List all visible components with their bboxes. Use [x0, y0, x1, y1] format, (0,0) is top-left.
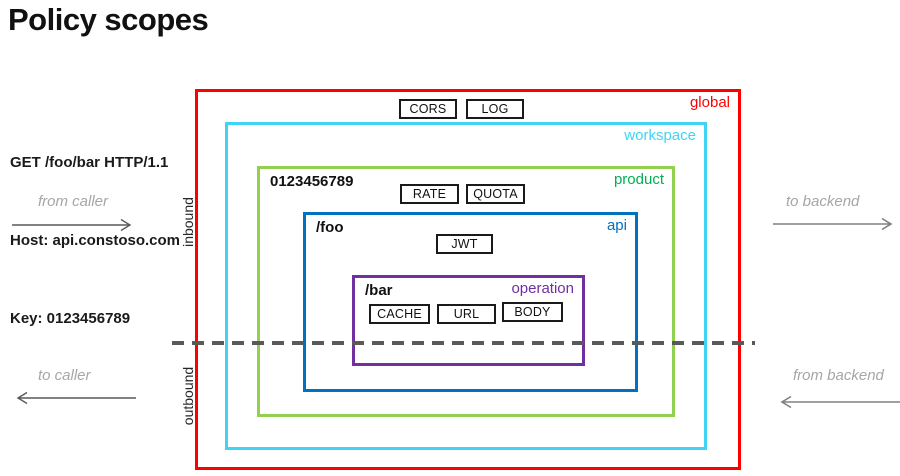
product-key-annotation: 0123456789 — [270, 173, 354, 190]
api-path-annotation: /foo — [316, 219, 344, 236]
policy-chip-rate: RATE — [400, 184, 459, 204]
request-line-method: GET /foo/bar HTTP/1.1 — [10, 154, 169, 171]
outbound-label: outbound — [180, 366, 196, 426]
scope-label-operation: operation — [511, 280, 574, 297]
left-arrow-icon — [776, 394, 900, 410]
policy-chip-quota: QUOTA — [466, 184, 525, 204]
scope-box-workspace: workspace — [225, 122, 707, 450]
scope-box-global: global — [195, 89, 741, 470]
scope-box-operation: /bar operation — [352, 275, 585, 366]
operation-path-annotation: /bar — [365, 282, 393, 299]
left-arrow-icon — [12, 390, 136, 406]
policy-chip-cache: CACHE — [369, 304, 430, 324]
page-title: Policy scopes — [8, 2, 209, 37]
right-arrow-icon — [12, 217, 136, 233]
scope-label-api: api — [606, 217, 627, 234]
policy-chip-url: URL — [437, 304, 496, 324]
to-caller-label: to caller — [38, 367, 91, 384]
scope-box-product: 0123456789 product — [257, 166, 675, 417]
right-arrow-icon — [773, 216, 897, 232]
from-caller-label: from caller — [38, 193, 109, 210]
request-line-host: Host: api.constoso.com — [10, 232, 181, 249]
policy-chip-body: BODY — [502, 302, 563, 322]
http-request-block: GET /foo/bar HTTP/1.1 Host: api.constoso… — [10, 98, 180, 384]
from-backend-label: from backend — [793, 367, 884, 384]
request-line-key: Key: 0123456789 — [10, 310, 131, 327]
inbound-outbound-divider — [172, 341, 755, 345]
scope-label-workspace: workspace — [624, 127, 696, 144]
scope-label-product: product — [613, 171, 664, 188]
to-backend-label: to backend — [786, 193, 860, 210]
inbound-label: inbound — [180, 197, 196, 247]
scope-label-global: global — [689, 94, 730, 111]
policy-chip-jwt: JWT — [436, 234, 493, 254]
policy-chip-cors: CORS — [399, 99, 457, 119]
scope-box-api: /foo api — [303, 212, 638, 392]
policy-chip-log: LOG — [466, 99, 524, 119]
